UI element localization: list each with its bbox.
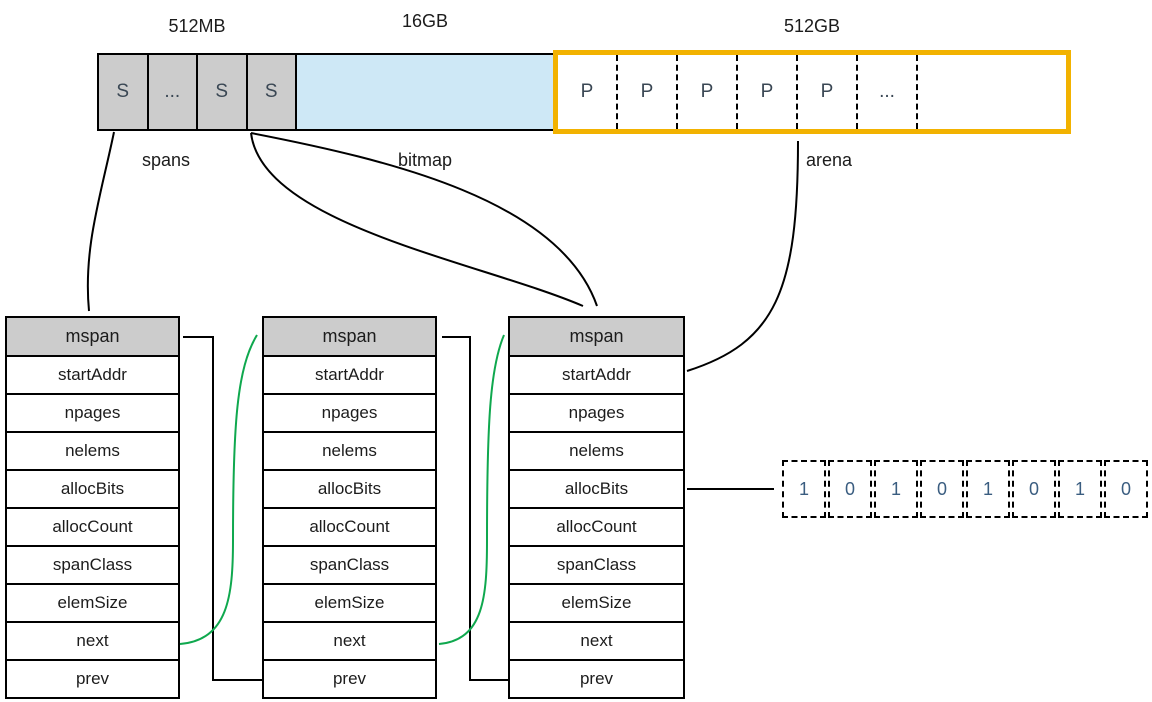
alloc-bit-cell: 0 [828, 460, 872, 518]
arena-page-cell: P [678, 55, 738, 129]
alloc-bit-cell: 0 [1104, 460, 1148, 518]
mspan-table-3-header: mspan [510, 318, 683, 355]
arena-page-cell: P [798, 55, 858, 129]
mspan-field-row: allocCount [7, 507, 178, 545]
arrow-startaddr-to-arena [686, 140, 799, 372]
mspan-field-row: spanClass [510, 545, 683, 583]
bitmap-region-box [295, 53, 555, 131]
mspan-field-row: startAddr [264, 355, 435, 393]
spans-size-label: 512MB [168, 16, 226, 36]
arena-region-label: arena [806, 150, 853, 170]
arena-page-cell: ... [858, 55, 918, 129]
mspan-field-row: spanClass [7, 545, 178, 583]
arena-page-cell: P [618, 55, 678, 129]
mspan-field-row: next [510, 621, 683, 659]
alloc-bit-cell: 1 [966, 460, 1010, 518]
arrow-mspan1-next-to-mspan2 [179, 334, 258, 645]
alloc-bit-cell: 1 [782, 460, 826, 518]
mspan-field-row: elemSize [264, 583, 435, 621]
alloc-bit-cell: 1 [874, 460, 918, 518]
arrow-mspan3-prev-to-mspan2 [442, 336, 508, 681]
mspan-field-row: next [264, 621, 435, 659]
arena-page-cell: P [558, 55, 618, 129]
mspan-table-1-header: mspan [7, 318, 178, 355]
arrow-mspan2-prev-to-mspan1 [183, 336, 262, 681]
span-cell: ... [149, 55, 198, 129]
alloc-bit-cell: 0 [1012, 460, 1056, 518]
arena-page-cell: P [738, 55, 798, 129]
mspan-field-row: allocBits [7, 469, 178, 507]
mspan-field-row: startAddr [7, 355, 178, 393]
mspan-field-row: npages [510, 393, 683, 431]
mspan-field-row: elemSize [7, 583, 178, 621]
alloc-bit-cell: 1 [1058, 460, 1102, 518]
mspan-field-row: prev [7, 659, 178, 697]
mspan-field-row: spanClass [264, 545, 435, 583]
mspan-field-row: elemSize [510, 583, 683, 621]
mspan-field-row: nelems [264, 431, 435, 469]
span-cell: S [99, 55, 149, 129]
span-cell: S [264, 81, 278, 102]
arena-unused-space [918, 55, 1066, 129]
bitmap-size-label: 16GB [401, 11, 449, 31]
arrow-spans-to-mspan1 [86, 131, 115, 312]
mspan-field-row: next [7, 621, 178, 659]
mspan-field-row: startAddr [510, 355, 683, 393]
mspan-field-row: nelems [7, 431, 178, 469]
arrow-mspan2-next-to-mspan3 [438, 334, 505, 645]
mspan-field-row: npages [7, 393, 178, 431]
mspan-field-row: allocBits [264, 469, 435, 507]
arena-size-label: 512GB [783, 16, 841, 36]
bitmap-region-label: bitmap [397, 150, 453, 170]
mspan-field-row: npages [264, 393, 435, 431]
spans-region-label: spans [141, 150, 191, 170]
mspan-field-row: allocBits [510, 469, 683, 507]
mspan-table-2-header: mspan [264, 318, 435, 355]
mspan-field-row: allocCount [510, 507, 683, 545]
mspan-field-row: prev [510, 659, 683, 697]
mspan-field-row: allocCount [264, 507, 435, 545]
span-cell: S [198, 55, 248, 129]
alloc-bit-cell: 0 [920, 460, 964, 518]
mspan-field-row: nelems [510, 431, 683, 469]
mspan-field-row: prev [264, 659, 435, 697]
